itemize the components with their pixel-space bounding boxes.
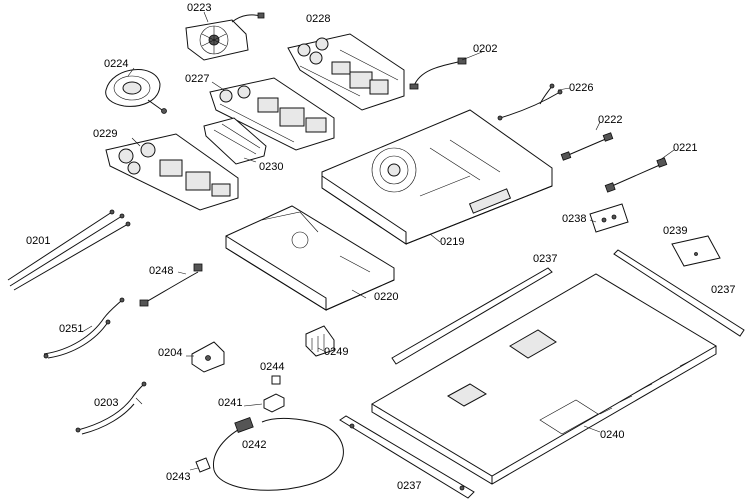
part-label-0224: 0224 xyxy=(104,58,129,70)
board-0230 xyxy=(203,117,267,165)
cable-0221 xyxy=(604,157,668,193)
part-label-0237-right: 0237 xyxy=(711,284,736,296)
part-label-0239: 0239 xyxy=(663,225,688,237)
part-label-0219: 0219 xyxy=(440,236,465,248)
part-label-0249: 0249 xyxy=(324,346,349,358)
part-label-0240: 0240 xyxy=(600,429,625,441)
part-label-0229: 0229 xyxy=(93,128,118,140)
harness-0203 xyxy=(75,381,147,435)
strip-0237-top xyxy=(391,267,553,365)
part-label-0204: 0204 xyxy=(158,347,183,359)
strip-0237-bottom xyxy=(339,415,475,499)
part-label-0242: 0242 xyxy=(242,439,267,451)
strip-0237-right xyxy=(613,249,745,337)
plate-0239 xyxy=(671,235,721,267)
part-label-0221: 0221 xyxy=(673,142,698,154)
chassis-0219 xyxy=(321,109,553,245)
part-label-0227: 0227 xyxy=(185,73,210,85)
wires-0201 xyxy=(7,209,131,291)
part-label-0244: 0244 xyxy=(260,361,285,373)
coil-0224 xyxy=(105,69,167,114)
part-label-0248: 0248 xyxy=(149,265,174,277)
part-label-0237-top: 0237 xyxy=(533,253,558,265)
harness-0251 xyxy=(43,297,125,359)
plug-0243 xyxy=(195,457,211,473)
fan-0223 xyxy=(185,12,265,61)
part-label-0243: 0243 xyxy=(166,471,191,483)
part-label-0220: 0220 xyxy=(374,291,399,303)
part-label-0237-bottom: 0237 xyxy=(397,480,422,492)
part-label-0203: 0203 xyxy=(94,397,119,409)
bracket-0238 xyxy=(589,203,629,233)
board-0227 xyxy=(209,77,335,151)
part-label-0222: 0222 xyxy=(598,114,623,126)
part-label-0202: 0202 xyxy=(473,43,498,55)
board-0228 xyxy=(287,33,405,111)
part-label-0251: 0251 xyxy=(59,323,84,335)
part-label-0226: 0226 xyxy=(569,82,594,94)
connector-0241 xyxy=(263,393,285,413)
terminal-0249 xyxy=(305,325,335,357)
part-label-0223: 0223 xyxy=(187,2,212,14)
part-label-0238: 0238 xyxy=(562,213,587,225)
cable-0202 xyxy=(409,57,467,90)
part-label-0241: 0241 xyxy=(218,397,243,409)
part-label-0228: 0228 xyxy=(306,13,331,25)
board-0229 xyxy=(105,133,239,211)
leader-lines xyxy=(81,11,675,471)
power-cord-0242 xyxy=(213,417,344,491)
clip-0244 xyxy=(271,375,281,385)
cable-0248 xyxy=(139,263,203,307)
part-label-0230: 0230 xyxy=(259,161,284,173)
harness-0226 xyxy=(497,83,563,121)
base-plate-0240 xyxy=(371,273,717,485)
bracket-0204 xyxy=(191,341,225,373)
cable-0222 xyxy=(560,132,614,161)
tray-0220 xyxy=(225,205,395,311)
part-label-0201: 0201 xyxy=(26,235,51,247)
